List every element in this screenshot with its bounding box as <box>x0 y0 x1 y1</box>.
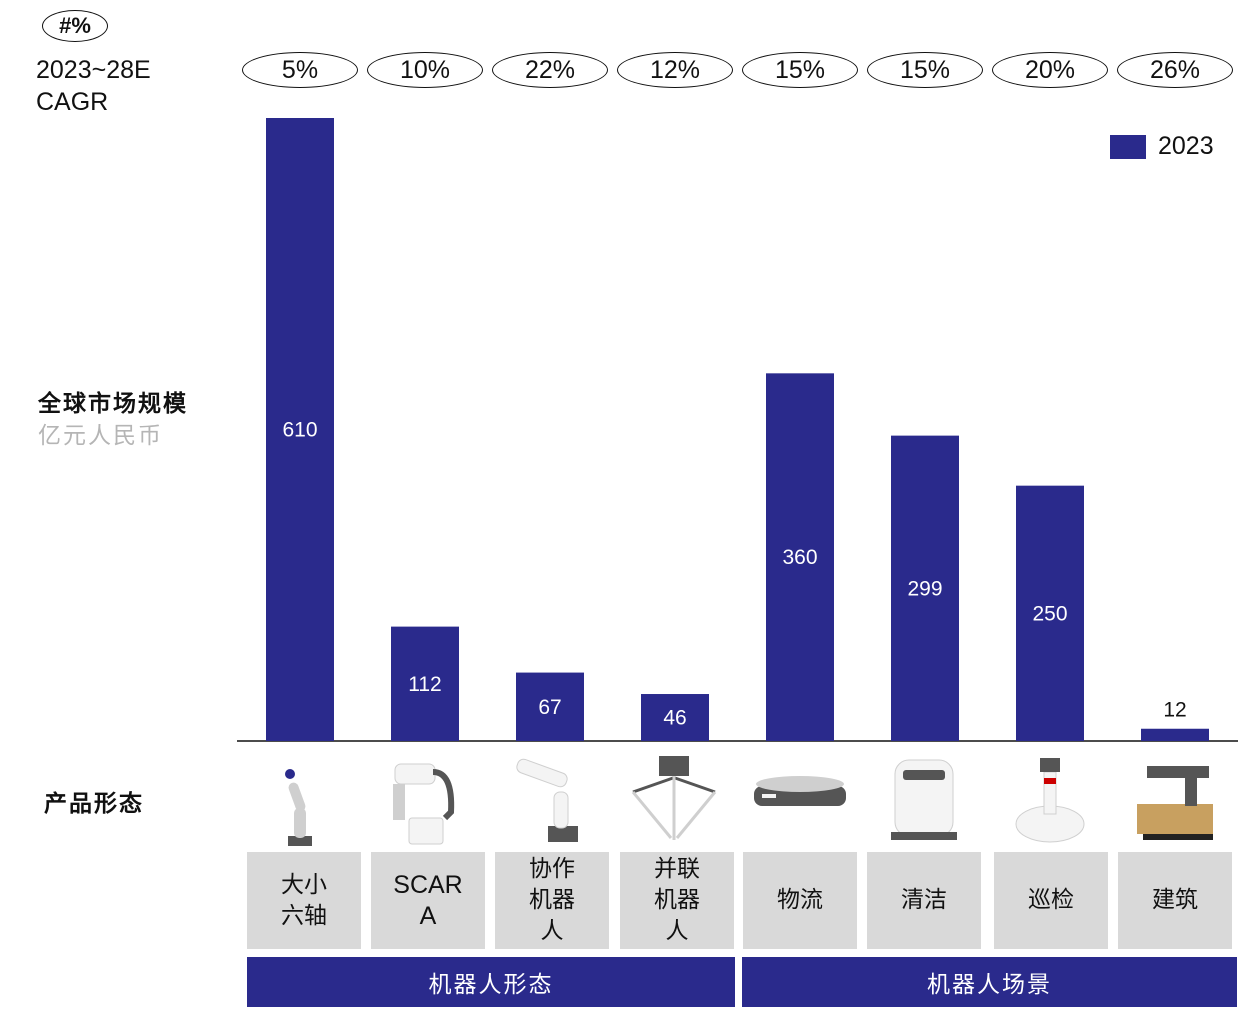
cagr-value: 12% <box>617 52 733 88</box>
cagr-label: 2023~28E <box>36 56 151 84</box>
cleaning-robot-icon <box>873 752 977 848</box>
cagr-label-suffix: CAGR <box>36 88 109 116</box>
bar <box>766 373 834 741</box>
bar-value-label: 46 <box>663 707 686 730</box>
legend: 2023 <box>1110 132 1214 161</box>
product-row-label: 产品形态 <box>44 790 144 817</box>
group-robot-scenario: 机器人场景 <box>742 957 1237 1007</box>
scara-robot-icon <box>373 752 477 848</box>
bar <box>641 694 709 741</box>
category-label: 巡检 <box>994 852 1108 949</box>
category-label: SCAR A <box>371 852 485 949</box>
category-label: 大小 六轴 <box>247 852 361 949</box>
cagr-value: 15% <box>867 52 983 88</box>
category-label: 物流 <box>743 852 857 949</box>
legend-label: 2023 <box>1158 132 1214 160</box>
bar-value-label: 360 <box>782 546 817 569</box>
collaborative-robot-icon <box>498 752 602 848</box>
legend-swatch <box>1110 134 1146 159</box>
bar <box>266 118 334 741</box>
bar <box>1141 728 1209 741</box>
bar <box>516 672 584 741</box>
cagr-legend-symbol: #% <box>42 10 108 42</box>
bar-value-label: 112 <box>408 673 441 696</box>
bar <box>1016 485 1084 741</box>
bar <box>891 435 959 741</box>
category-label: 清洁 <box>867 852 981 949</box>
bar-value-label: 12 <box>1163 699 1186 722</box>
logistics-robot-icon <box>748 752 852 848</box>
bar <box>391 626 459 741</box>
cagr-value: 5% <box>242 52 358 88</box>
cagr-value: 10% <box>367 52 483 88</box>
parallel-robot-icon <box>623 752 727 848</box>
inspection-robot-icon <box>998 752 1102 848</box>
bar-value-label: 299 <box>907 577 942 600</box>
y-axis-label: 全球市场规模 <box>38 390 188 417</box>
category-label: 协作 机器 人 <box>495 852 609 949</box>
bar-value-label: 67 <box>538 696 561 719</box>
category-label: 并联 机器 人 <box>620 852 734 949</box>
cagr-value: 22% <box>492 52 608 88</box>
six-axis-robot-icon <box>248 752 352 848</box>
bar-value-label: 250 <box>1032 602 1067 625</box>
category-label: 建筑 <box>1118 852 1232 949</box>
group-robot-form: 机器人形态 <box>247 957 735 1007</box>
cagr-value: 20% <box>992 52 1108 88</box>
cagr-value: 26% <box>1117 52 1233 88</box>
y-axis-unit: 亿元人民币 <box>38 423 163 449</box>
construction-robot-icon <box>1123 752 1227 848</box>
bar-value-label: 610 <box>282 419 317 442</box>
cagr-value: 15% <box>742 52 858 88</box>
